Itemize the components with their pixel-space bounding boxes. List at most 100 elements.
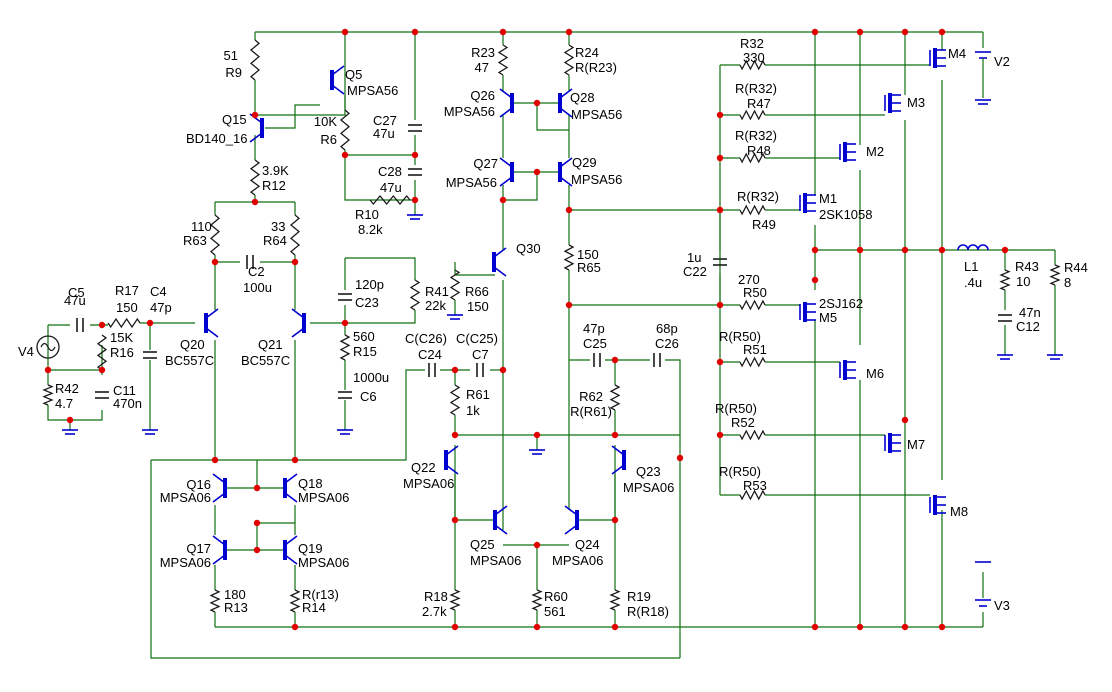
resistor-zigzag bbox=[249, 159, 261, 196]
label-q21-ref: Q21 bbox=[258, 337, 283, 352]
junction-dot bbox=[716, 206, 724, 214]
label-c4-value: 47p bbox=[150, 300, 172, 315]
transistor-emitter bbox=[205, 327, 219, 338]
label-q5-ref: Q5 bbox=[345, 67, 362, 82]
label-q28-model: MPSA56 bbox=[571, 107, 622, 122]
junction-dot bbox=[856, 28, 864, 36]
resistor-zigzag bbox=[999, 269, 1011, 291]
junction-dot bbox=[341, 151, 349, 159]
label-r49-value: R(R32) bbox=[737, 189, 779, 204]
junction-dot bbox=[856, 246, 864, 254]
transistor-q16 bbox=[212, 473, 227, 503]
label-r23-ref: R23 bbox=[471, 45, 495, 60]
resistor-r64 bbox=[289, 214, 301, 256]
transistor-collector bbox=[212, 473, 226, 484]
mosfet-m5 bbox=[799, 302, 816, 322]
junction-dot bbox=[411, 196, 419, 204]
resistor-r15 bbox=[339, 334, 351, 361]
label-m1-ref: M1 bbox=[819, 191, 837, 206]
capacitor-c2 bbox=[246, 255, 254, 269]
resistor-zigzag bbox=[339, 334, 351, 361]
capacitor-c28 bbox=[408, 168, 422, 176]
label-r14-ref: R14 bbox=[302, 600, 326, 615]
label-r10-ref: R10 bbox=[355, 207, 379, 222]
label-r52-value: R(R50) bbox=[715, 401, 757, 416]
junction-dot bbox=[253, 546, 261, 554]
resistor-r24 bbox=[563, 44, 575, 76]
resistor-zigzag bbox=[289, 214, 301, 256]
components bbox=[36, 39, 1063, 613]
label-q22-model: MPSA06 bbox=[403, 476, 454, 491]
label-r23-value: 47 bbox=[475, 60, 489, 75]
label-q24-ref: Q24 bbox=[575, 537, 600, 552]
label-c7-value: C(C25) bbox=[456, 331, 498, 346]
label-r64-ref: R64 bbox=[263, 233, 287, 248]
label-c23-ref: C23 bbox=[355, 295, 379, 310]
transistor-collector bbox=[291, 308, 305, 319]
transistor-q27 bbox=[499, 157, 514, 187]
resistor-r17 bbox=[107, 317, 141, 329]
transistor-collector bbox=[494, 505, 508, 516]
mosfet-m2 bbox=[839, 142, 856, 162]
label-r24-value: R(R23) bbox=[575, 60, 617, 75]
label-r32-ref: R32 bbox=[740, 36, 764, 51]
label-r53-ref: R53 bbox=[743, 478, 767, 493]
transistor-q29 bbox=[558, 157, 573, 187]
junction-dot bbox=[901, 28, 909, 36]
wire bbox=[47, 325, 103, 375]
label-r16-value: 15K bbox=[110, 330, 133, 345]
resistor-zigzag bbox=[739, 59, 766, 71]
junction-dot bbox=[938, 28, 946, 36]
junction-dot bbox=[411, 28, 419, 36]
resistor-zigzag bbox=[563, 44, 575, 76]
label-r50-value: 270 bbox=[738, 272, 760, 287]
label-r43-value: 10 bbox=[1016, 274, 1030, 289]
label-r10-value: 8.2k bbox=[358, 222, 383, 237]
junction-dot bbox=[676, 454, 684, 462]
capacitor-c6 bbox=[338, 391, 352, 399]
junction-dot bbox=[938, 246, 946, 254]
transistor-emitter bbox=[493, 266, 507, 277]
label-m5-model: 2SJ162 bbox=[819, 296, 863, 311]
resistor-r41 bbox=[409, 279, 421, 311]
sine-icon bbox=[40, 342, 56, 352]
resistor-r53 bbox=[739, 489, 766, 501]
label-r18-ref: R18 bbox=[424, 589, 448, 604]
label-r48-ref: R48 bbox=[747, 143, 771, 158]
label-q15-model: BD140_16 bbox=[186, 131, 247, 146]
label-c12-ref: C12 bbox=[1016, 319, 1040, 334]
label-v2-ref: V2 bbox=[994, 54, 1010, 69]
label-v3-ref: V3 bbox=[994, 598, 1010, 613]
label-q24-model: MPSA06 bbox=[552, 553, 603, 568]
label-r66-value: 150 bbox=[467, 299, 489, 314]
resistor-r44 bbox=[1049, 264, 1061, 286]
label-r51-value: R(R50) bbox=[719, 329, 761, 344]
transistor-q19 bbox=[283, 535, 298, 565]
label-r51-ref: R51 bbox=[743, 342, 767, 357]
label-c27-ref: C27 bbox=[373, 113, 397, 128]
resistor-zigzag bbox=[339, 109, 351, 151]
inductor-coil bbox=[957, 244, 989, 251]
label-q26-model: MPSA56 bbox=[444, 104, 495, 119]
mosfet-m6 bbox=[839, 360, 856, 380]
transistor-emitter bbox=[284, 554, 298, 565]
label-c6-ref: C6 bbox=[360, 389, 377, 404]
resistor-r14 bbox=[289, 589, 301, 613]
resistor-r32 bbox=[739, 59, 766, 71]
junctions bbox=[44, 28, 1009, 631]
label-q29-model: MPSA56 bbox=[571, 172, 622, 187]
capacitor-c24 bbox=[428, 363, 436, 377]
junction-dot bbox=[1001, 246, 1009, 254]
transistor-emitter bbox=[559, 176, 573, 187]
junction-dot bbox=[533, 541, 541, 549]
transistor-emitter bbox=[499, 107, 513, 118]
label-r63-value: 110 bbox=[191, 219, 212, 234]
label-c11-value: 470n bbox=[113, 396, 142, 411]
resistor-zigzag bbox=[449, 269, 461, 301]
transistor-emitter bbox=[499, 176, 513, 187]
resistor-zigzag bbox=[739, 109, 766, 121]
label-c25-ref: C25 bbox=[583, 336, 607, 351]
transistor-collector bbox=[493, 247, 507, 258]
capacitor-c12 bbox=[998, 314, 1012, 322]
label-r9-ref: R9 bbox=[225, 65, 242, 80]
